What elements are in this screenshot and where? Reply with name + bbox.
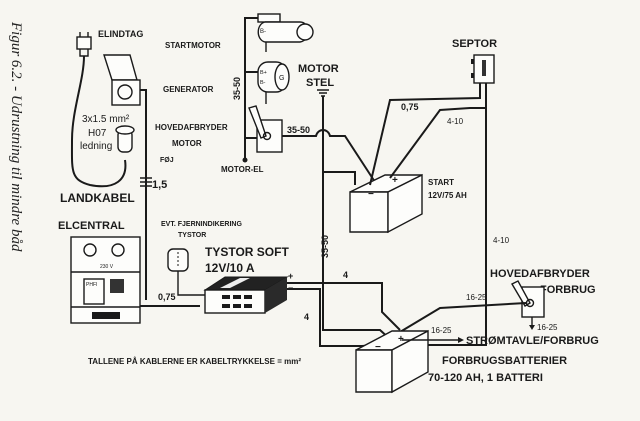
arrow-right-icon: [458, 337, 464, 343]
shore-plug-icon: [76, 32, 92, 57]
septor-ground-wire: [369, 83, 481, 186]
cable-size-ground: 35-50: [320, 235, 330, 258]
footnote: TALLENE PÅ KABLERNE ER KABELTRYKKELSE = …: [88, 357, 301, 366]
elcentral-breaker: PHFI: [86, 282, 97, 288]
land-cable: [70, 55, 127, 188]
cable-size-elcentral-tystor: 0,75: [158, 292, 176, 302]
start-battery-ground: [323, 171, 356, 185]
label-stromtavle: STRØMTAVLE/FORBRUG: [466, 335, 599, 347]
septor-supply-wire: [389, 83, 487, 179]
label-motor: MOTOR: [172, 139, 202, 148]
main-switch-forbrug-icon[interactable]: [511, 280, 545, 318]
main-switch-motor-icon[interactable]: [248, 105, 283, 153]
label-motor-el: MOTOR-EL: [221, 165, 264, 174]
generator-terminal-plus: B+: [260, 70, 267, 76]
consumer-battery-minus: −: [375, 342, 381, 353]
label-startmotor: STARTMOTOR: [165, 41, 221, 50]
start-battery-minus: −: [368, 189, 374, 200]
elcentral-voltage: 230 V: [100, 264, 114, 270]
label-fjernindikering-tystor: TYSTOR: [178, 232, 206, 239]
tystor-plus-wire: [287, 282, 401, 331]
cable-size-tystor-plus: 4: [343, 270, 348, 280]
generator-icon: G B+ B-: [257, 61, 290, 104]
remote-indicator-icon: [167, 248, 189, 272]
figure-caption: Figur 6.2. - Udrustning til mindre båd: [8, 21, 24, 252]
indicator-wire: [177, 271, 205, 296]
elcentral-panel[interactable]: 230 V PHFI: [70, 236, 141, 324]
label-septor: SEPTOR: [452, 38, 497, 50]
motor-el-terminal: [242, 157, 248, 163]
cable-size-switch: 35-50: [287, 125, 310, 135]
arrow-down-icon: [529, 325, 535, 330]
cable-spec-1: 3x1.5 mm²: [82, 114, 130, 125]
label-foj: FØJ: [160, 157, 174, 164]
tystor-charger: + −: [203, 271, 293, 314]
start-battery: + −: [349, 173, 423, 234]
label-landkabel: LANDKABEL: [60, 191, 135, 205]
septor-icon: [471, 54, 495, 84]
battery-to-switch-wire: [399, 302, 527, 333]
tystor-plus: +: [288, 271, 293, 281]
consumer-battery-plus: +: [398, 334, 404, 345]
label-tystor-soft: TYSTOR SOFT: [205, 245, 289, 259]
ground-icon: [317, 89, 329, 97]
cable-size-switch-in: 16-25: [466, 293, 487, 302]
motor-bus-wire: [244, 17, 260, 160]
start-battery-plus: +: [392, 175, 398, 186]
label-start: START: [428, 178, 454, 187]
starter-motor-icon: B-: [257, 13, 314, 52]
generator-symbol: G: [279, 75, 284, 82]
label-forbrugsbatterier-spec: 70-120 AH, 1 BATTERI: [428, 372, 543, 384]
cable-size-tystor-minus: 4: [304, 312, 309, 322]
cable-size-motor-vertical: 35-50: [232, 77, 242, 100]
cable-size-septor-down: 4-10: [493, 236, 510, 245]
cable-spec-3: ledning: [80, 141, 112, 152]
label-fjernindikering: EVT. FJERNINDIKERING: [161, 221, 242, 228]
label-elindtag: ELINDTAG: [98, 29, 143, 39]
label-forbrug: FORBRUG: [540, 284, 596, 296]
label-hovedafbryder-forbrug: HOVEDAFBRYDER: [490, 268, 590, 280]
connector-plug-icon: [115, 125, 135, 153]
label-hovedafbryder-motor: HOVEDAFBRYDER: [155, 123, 228, 132]
label-tystor-spec: 12V/10 A: [205, 261, 255, 275]
shore-socket-icon: [103, 54, 141, 106]
cable-size-switch-out: 16-25: [537, 323, 558, 332]
cable-size-land: 1,5: [152, 179, 167, 191]
label-start-spec: 12V/75 AH: [428, 191, 467, 200]
cable-size-septor-ground: 0,75: [401, 102, 419, 112]
cable-size-septor-supply: 4-10: [447, 117, 464, 126]
label-forbrugsbatterier: FORBRUGSBATTERIER: [442, 355, 567, 367]
starter-terminal: B-: [260, 29, 266, 35]
tystor-minus-wire: [287, 288, 379, 347]
switch-to-battery-wire: [282, 129, 376, 183]
label-generator: GENERATOR: [163, 85, 214, 94]
consumer-battery: + −: [355, 329, 429, 394]
label-motor-stel-2: STEL: [306, 77, 334, 89]
generator-terminal-minus: B-: [260, 80, 266, 86]
shore-to-elcentral-wire: [140, 89, 147, 300]
cable-size-battery-out: 16-25: [431, 326, 452, 335]
label-elcentral: ELCENTRAL: [58, 220, 125, 232]
cable-spec-2: H07: [88, 128, 107, 139]
label-motor-stel-1: MOTOR: [298, 63, 339, 75]
fuse-icon: [140, 177, 152, 187]
septor-down-wire: [408, 108, 487, 346]
